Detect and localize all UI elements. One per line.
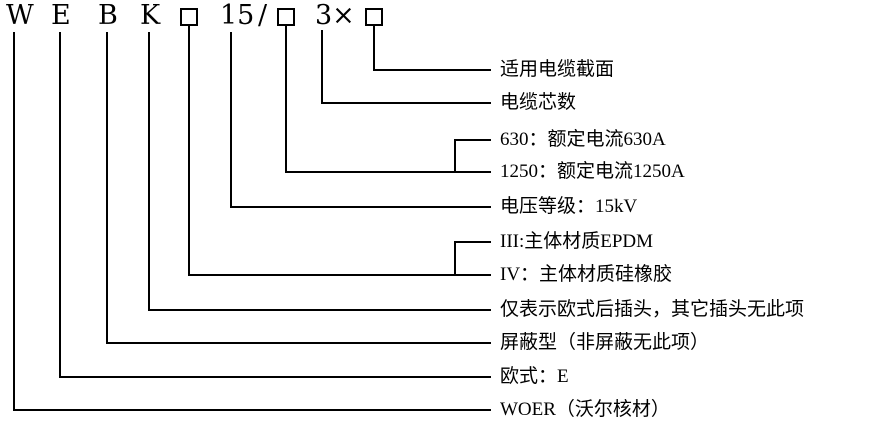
connector-hline-cores xyxy=(321,102,491,104)
label-material-silicone: IV：主体材质硅橡胶 xyxy=(500,264,673,285)
label-rear-plug: 仅表示欧式后插头，其它插头无此项 xyxy=(500,299,805,320)
connector-hline-voltage xyxy=(230,206,491,208)
code-char-style: E xyxy=(51,0,71,31)
connector-vline-material xyxy=(188,26,190,276)
placeholder-box-current xyxy=(277,8,295,26)
label-european-style: 欧式：E xyxy=(500,366,569,387)
connector-hline-current-1250 xyxy=(285,171,491,173)
connector-hline-style xyxy=(59,376,491,378)
label-voltage-class: 电压等级：15kV xyxy=(500,196,638,217)
connector-vline-voltage xyxy=(230,32,232,208)
connector-vline-shield xyxy=(106,32,108,344)
connector-hline-plug xyxy=(148,309,491,311)
code-char-voltage: 15 xyxy=(220,0,255,31)
connector-bracket-current xyxy=(454,139,456,173)
label-cable-section: 适用电缆截面 xyxy=(500,59,615,80)
connector-hline-section xyxy=(373,69,491,71)
code-char-shield: B xyxy=(98,0,118,31)
connector-hline-material-4 xyxy=(188,274,491,276)
connector-vline-cores xyxy=(321,30,323,104)
placeholder-box-material xyxy=(180,8,198,26)
connector-hline-brand xyxy=(13,409,491,411)
placeholder-box-section xyxy=(365,8,383,26)
connector-vline-plug xyxy=(148,32,150,311)
connector-vline-current xyxy=(285,26,287,173)
code-char-plug: K xyxy=(140,0,161,31)
code-char-cores: 3× xyxy=(315,0,355,31)
connector-bracket-material xyxy=(454,241,456,276)
label-current-630: 630：额定电流630A xyxy=(500,129,666,150)
label-material-epdm: III:主体材质EPDM xyxy=(500,231,654,252)
code-char-brand: W xyxy=(6,0,34,31)
connector-vline-style xyxy=(59,32,61,378)
label-woer-brand: WOER（沃尔核材） xyxy=(500,399,670,420)
label-core-count: 电缆芯数 xyxy=(500,92,577,113)
code-char-separator: / xyxy=(258,0,268,31)
label-shielded-type: 屏蔽型（非屏蔽无此项） xyxy=(500,332,710,353)
connector-vline-section xyxy=(373,26,375,71)
label-current-1250: 1250：额定电流1250A xyxy=(500,161,685,182)
connector-hline-current-630 xyxy=(454,139,491,141)
connector-hline-shield xyxy=(106,342,491,344)
connector-hline-material-3 xyxy=(454,241,491,243)
connector-vline-brand xyxy=(13,32,15,411)
